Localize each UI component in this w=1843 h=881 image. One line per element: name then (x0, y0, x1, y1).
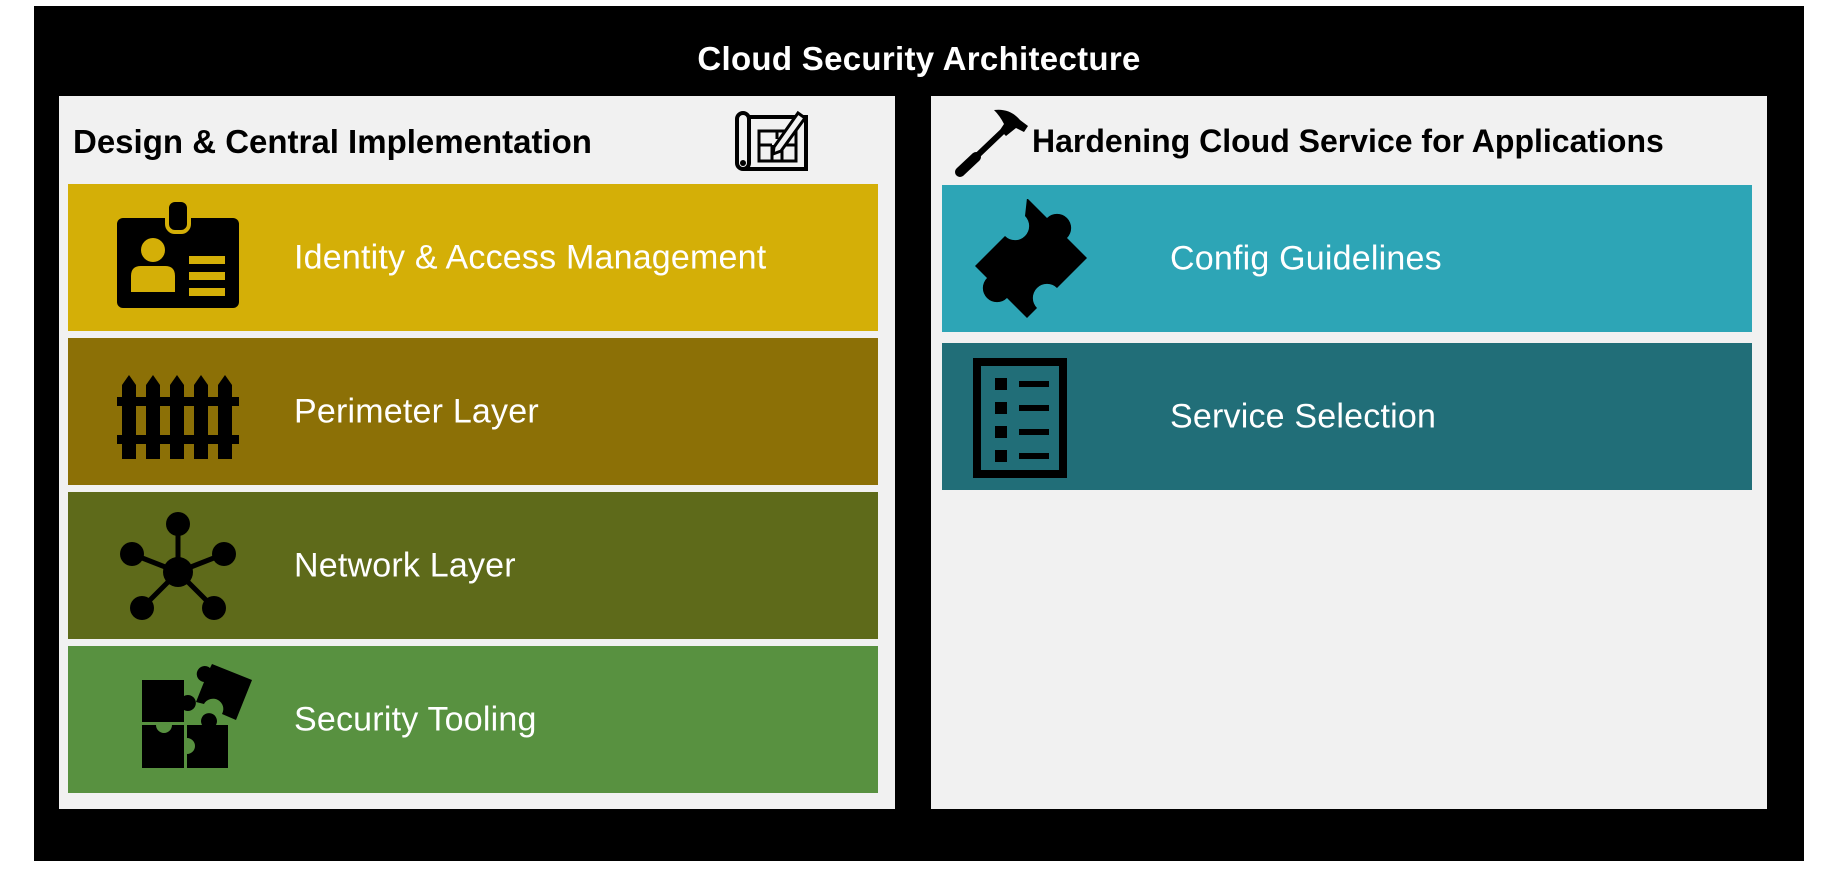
row-label: Security Tooling (294, 700, 537, 738)
row-label: Identity & Access Management (294, 238, 767, 276)
row-label: Network Layer (294, 546, 516, 584)
row-config-guidelines: Config Guidelines (942, 185, 1752, 332)
panel-heading: Hardening Cloud Service for Applications (1032, 123, 1664, 159)
network-icon (120, 512, 236, 620)
blueprint-icon (735, 110, 808, 171)
row-network-layer: Network Layer (68, 492, 878, 639)
puzzle-pieces-icon (142, 664, 252, 768)
panel-heading: Design & Central Implementation (73, 123, 592, 160)
fence-icon (117, 375, 239, 459)
row-label: Service Selection (1170, 397, 1437, 435)
row-service-selection: Service Selection (942, 343, 1752, 490)
row-security-tooling: Security Tooling (68, 646, 878, 793)
hammer-icon (955, 109, 1028, 177)
id-badge-icon (117, 200, 239, 308)
hardening-cloud-service-panel: Hardening Cloud Service for Applications… (931, 96, 1767, 809)
checklist-icon (973, 358, 1067, 478)
row-label: Perimeter Layer (294, 392, 539, 430)
row-identity-access-management: Identity & Access Management (68, 184, 878, 331)
puzzle-piece-icon (975, 199, 1087, 318)
design-central-implementation-panel: Design & Central Implementation Identity… (59, 96, 895, 809)
row-label: Config Guidelines (1170, 239, 1442, 277)
row-perimeter-layer: Perimeter Layer (68, 338, 878, 485)
diagram-title: Cloud Security Architecture (697, 40, 1141, 77)
